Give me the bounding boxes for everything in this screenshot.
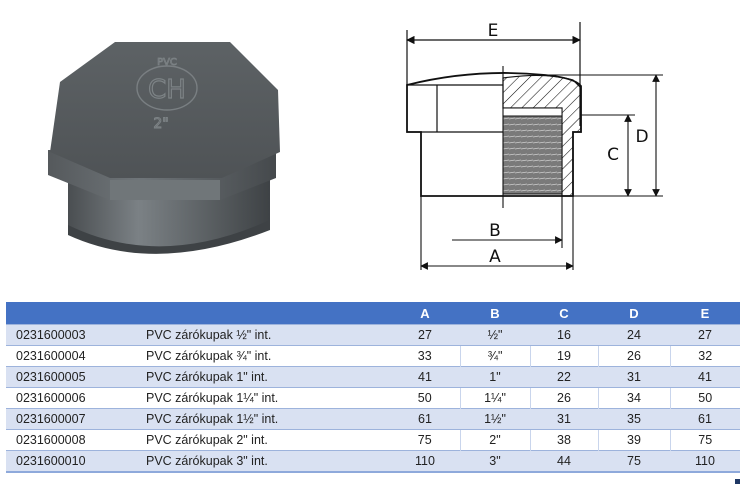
table-row: 0231600004 PVC zárókupak ¾" int. 33 ¾" 1… — [6, 345, 740, 367]
header-d: D — [598, 302, 670, 325]
table-row: 0231600007 PVC zárókupak 1½" int. 61 1½"… — [6, 408, 740, 430]
cell-a: 27 — [390, 324, 460, 346]
header-code — [6, 302, 140, 325]
cell-e: 32 — [669, 345, 740, 367]
cell-c: 38 — [529, 429, 598, 451]
cell-e: 61 — [670, 408, 740, 430]
product-photo: CH PVC 2" — [48, 42, 280, 254]
cell-a: 50 — [390, 387, 460, 409]
cell-name: PVC zárókupak 1" int. — [140, 366, 390, 388]
header-name — [140, 302, 390, 325]
cell-a: 61 — [390, 408, 460, 430]
cell-b: ¾" — [459, 345, 530, 367]
dim-label-b: B — [489, 221, 501, 241]
svg-text:CH: CH — [148, 75, 186, 105]
table-row: 0231600010 PVC zárókupak 3" int. 110 3" … — [6, 450, 740, 473]
cell-d: 34 — [597, 387, 670, 409]
cell-b: ½" — [460, 324, 530, 346]
cell-code: 0231600005 — [6, 366, 140, 388]
cell-code: 0231600003 — [6, 324, 140, 346]
cell-code: 0231600008 — [6, 429, 140, 451]
cell-c: 26 — [529, 387, 598, 409]
cell-a: 110 — [390, 450, 460, 473]
cell-e: 75 — [669, 429, 740, 451]
cell-name: PVC zárókupak ½" int. — [140, 324, 390, 346]
cell-d: 26 — [597, 345, 670, 367]
header-a: A — [390, 302, 460, 325]
header-b: B — [460, 302, 530, 325]
table-row: 0231600006 PVC zárókupak 1¼" int. 50 1¼"… — [6, 387, 740, 409]
table-header-row: A B C D E — [6, 302, 740, 325]
header-c: C — [530, 302, 598, 325]
header-e: E — [670, 302, 740, 325]
cell-d: 31 — [598, 366, 670, 388]
cell-d: 39 — [597, 429, 670, 451]
cell-a: 75 — [390, 429, 460, 451]
cell-d: 35 — [598, 408, 670, 430]
table-resize-handle[interactable] — [735, 479, 740, 484]
cell-e: 110 — [670, 450, 740, 473]
cell-d: 24 — [598, 324, 670, 346]
cell-name: PVC zárókupak ¾" int. — [140, 345, 390, 367]
cell-name: PVC zárókupak 1¼" int. — [140, 387, 390, 409]
cell-code: 0231600010 — [6, 450, 140, 473]
cell-c: 44 — [530, 450, 598, 473]
svg-text:2": 2" — [153, 116, 168, 132]
cell-name: PVC zárókupak 1½" int. — [140, 408, 390, 430]
technical-drawing: E D C B A — [406, 21, 663, 270]
cell-a: 33 — [390, 345, 460, 367]
svg-text:PVC: PVC — [157, 57, 177, 68]
cell-c: 16 — [530, 324, 598, 346]
cell-c: 19 — [529, 345, 598, 367]
dim-label-c: C — [607, 145, 619, 165]
table-row: 0231600003 PVC zárókupak ½" int. 27 ½" 1… — [6, 324, 740, 346]
cell-name: PVC zárókupak 2" int. — [140, 429, 390, 451]
cell-code: 0231600007 — [6, 408, 140, 430]
cell-e: 41 — [670, 366, 740, 388]
dim-label-d: D — [635, 127, 648, 147]
cell-b: 1¼" — [459, 387, 530, 409]
dim-label-a: A — [489, 247, 501, 267]
cell-c: 31 — [530, 408, 598, 430]
dim-label-e: E — [488, 21, 499, 41]
cell-e: 50 — [669, 387, 740, 409]
cell-b: 1" — [460, 366, 530, 388]
embossed-logo — [136, 65, 198, 111]
table-row: 0231600008 PVC zárókupak 2" int. 75 2" 3… — [6, 429, 740, 451]
cell-e: 27 — [670, 324, 740, 346]
table-row: 0231600005 PVC zárókupak 1" int. 41 1" 2… — [6, 366, 740, 388]
cell-code: 0231600006 — [6, 387, 140, 409]
cell-a: 41 — [390, 366, 460, 388]
cell-b: 2" — [459, 429, 530, 451]
cell-name: PVC zárókupak 3" int. — [140, 450, 390, 473]
cell-d: 75 — [598, 450, 670, 473]
spec-table: A B C D E 0231600003 PVC zárókupak ½" in… — [6, 302, 740, 473]
cell-code: 0231600004 — [6, 345, 140, 367]
cell-b: 3" — [460, 450, 530, 473]
cell-c: 22 — [530, 366, 598, 388]
cell-b: 1½" — [460, 408, 530, 430]
